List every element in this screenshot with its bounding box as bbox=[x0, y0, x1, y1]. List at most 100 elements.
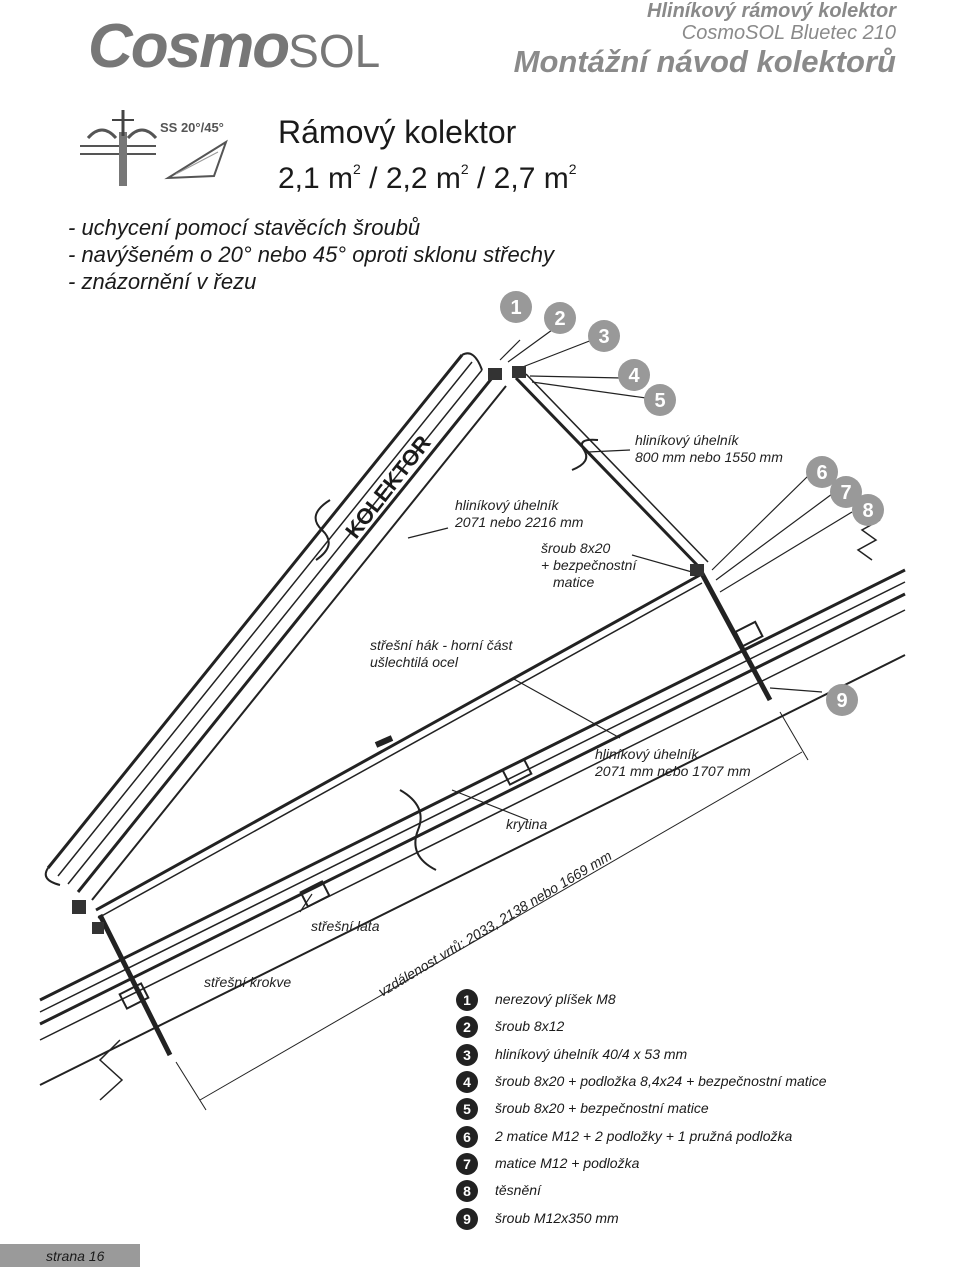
legend-number: 2 bbox=[456, 1016, 478, 1038]
fastener-block bbox=[72, 900, 86, 914]
legend-text: šroub 8x20 + podložka 8,4x24 + bezpečnos… bbox=[495, 1073, 827, 1089]
support-rail bbox=[95, 573, 701, 912]
badge-number: 6 bbox=[816, 462, 827, 484]
roofing-line bbox=[39, 581, 906, 1013]
legend-number: 8 bbox=[456, 1180, 478, 1202]
legend-text: šroub 8x20 + bezpečnostní matice bbox=[495, 1100, 709, 1116]
legend-text: matice M12 + podložka bbox=[495, 1155, 640, 1171]
callout-screw: šroub 8x20 + bezpečnostní matice bbox=[541, 540, 636, 591]
legend-number: 1 bbox=[456, 989, 478, 1011]
fastener-block bbox=[690, 564, 704, 576]
callout-line: hliníkový úhelník bbox=[635, 432, 739, 448]
leader-line bbox=[451, 789, 529, 821]
badge-circle bbox=[806, 456, 838, 488]
legend-number: 7 bbox=[456, 1153, 478, 1175]
area-2: / 2,2 m bbox=[360, 162, 461, 195]
leader-line bbox=[511, 677, 621, 739]
leader-line bbox=[587, 449, 631, 453]
badge-number: 3 bbox=[598, 326, 609, 348]
callout-line: 2071 mm nebo 1707 mm bbox=[595, 763, 751, 779]
leader-line bbox=[507, 329, 553, 363]
badge-circle bbox=[544, 302, 576, 334]
roof-rafter-line bbox=[39, 654, 906, 1086]
collector-end-cap bbox=[44, 867, 61, 886]
support-strut bbox=[514, 376, 702, 570]
legend-text: 2 matice M12 + 2 podložky + 1 pružná pod… bbox=[495, 1128, 793, 1144]
badge-circle bbox=[826, 684, 858, 716]
break-mark bbox=[399, 789, 437, 871]
cut-end bbox=[856, 519, 881, 561]
callout-line: + bezpečnostní bbox=[541, 557, 637, 573]
callout-roof-hook: střešní hák - horní část ušlechtilá ocel bbox=[370, 637, 512, 671]
badge-circle bbox=[618, 359, 650, 391]
intro-list: - uchycení pomocí stavěcích šroubů - nav… bbox=[68, 214, 554, 295]
badge-circle bbox=[588, 320, 620, 352]
legend-text: hliníkový úhelník 40/4 x 53 mm bbox=[495, 1046, 688, 1062]
collector-frame bbox=[91, 385, 507, 901]
leader-line bbox=[299, 893, 313, 913]
area-3-exp: 2 bbox=[568, 161, 577, 177]
roof-hook-screw bbox=[97, 913, 173, 1057]
dimension-tick bbox=[175, 1061, 207, 1111]
distance-label: vzdálenost vrtů: 2033, 2138 nebo 1669 mm bbox=[375, 847, 614, 1000]
roofing-line bbox=[39, 568, 906, 1002]
badge-number: 7 bbox=[840, 482, 851, 504]
fastener-block bbox=[512, 366, 526, 378]
dimension-line bbox=[199, 751, 803, 1101]
leader-line bbox=[499, 339, 521, 361]
header-product-model: CosmoSOL Bluetec 210 bbox=[681, 22, 896, 44]
mount-angle-icon: SS 20°/45° bbox=[80, 110, 228, 186]
callout-line: 2071 nebo 2216 mm bbox=[455, 514, 584, 530]
legend-text: šroub M12x350 mm bbox=[495, 1210, 619, 1226]
leader-line bbox=[769, 687, 823, 693]
badge-number: 5 bbox=[654, 390, 665, 412]
callout-line: hliníkový úhelník bbox=[455, 497, 559, 513]
collector-frame bbox=[67, 369, 483, 885]
legend-text: těsnění bbox=[495, 1182, 541, 1198]
leader-line bbox=[631, 554, 693, 573]
brand-logo-light: SOL bbox=[288, 25, 381, 77]
header-product-line: Hliníkový rámový kolektor bbox=[647, 0, 896, 22]
legend-number: 4 bbox=[456, 1071, 478, 1093]
page-number: strana 16 bbox=[46, 1248, 105, 1264]
badge-circle bbox=[500, 291, 532, 323]
leader-line bbox=[519, 339, 593, 369]
collector-end-cap bbox=[461, 352, 483, 371]
fastener-block bbox=[488, 368, 502, 380]
badge-number: 1 bbox=[510, 297, 521, 319]
callout-angle-top: hliníkový úhelník 800 mm nebo 1550 mm bbox=[635, 432, 783, 466]
legend-number: 6 bbox=[456, 1126, 478, 1148]
intro-line: - uchycení pomocí stavěcích šroubů bbox=[68, 215, 421, 240]
badge-number: 8 bbox=[862, 500, 873, 522]
cut-end bbox=[98, 1039, 124, 1101]
roof-batten bbox=[299, 880, 331, 908]
badge-circle bbox=[830, 476, 862, 508]
leader-line bbox=[719, 511, 853, 593]
roof-batten bbox=[118, 982, 150, 1010]
legend-number: 5 bbox=[456, 1098, 478, 1120]
legend-text: šroub 8x12 bbox=[495, 1018, 565, 1034]
callout-angle-low: hliníkový úhelník 2071 mm nebo 1707 mm bbox=[595, 746, 751, 780]
collector-frame bbox=[57, 361, 473, 877]
callout-line: matice bbox=[553, 574, 595, 590]
brand-logo-bold: Cosmo bbox=[88, 12, 290, 81]
badge-circle bbox=[644, 384, 676, 416]
support-rail bbox=[97, 582, 703, 919]
leader-line bbox=[529, 375, 623, 379]
callout-line: střešní hák - horní část bbox=[370, 637, 513, 653]
callout-roofing: krytina bbox=[506, 816, 548, 832]
legend-text: nerezový plíšek M8 bbox=[495, 991, 616, 1007]
leader-line bbox=[531, 381, 647, 399]
legend-number: 9 bbox=[456, 1208, 478, 1230]
page-title: Rámový kolektor bbox=[278, 114, 517, 150]
leader-line bbox=[715, 493, 833, 581]
break-mark bbox=[571, 438, 599, 471]
roof-batten bbox=[501, 758, 533, 786]
brand-logo: CosmoSOL bbox=[88, 16, 380, 78]
legend-number: 3 bbox=[456, 1044, 478, 1066]
page-number-tab: strana 16 bbox=[0, 1244, 140, 1267]
collector-frame bbox=[76, 377, 494, 893]
area-2-exp: 2 bbox=[460, 161, 469, 177]
page-subtitle: 2,1 m2 / 2,2 m2 / 2,7 m2 bbox=[278, 162, 577, 194]
